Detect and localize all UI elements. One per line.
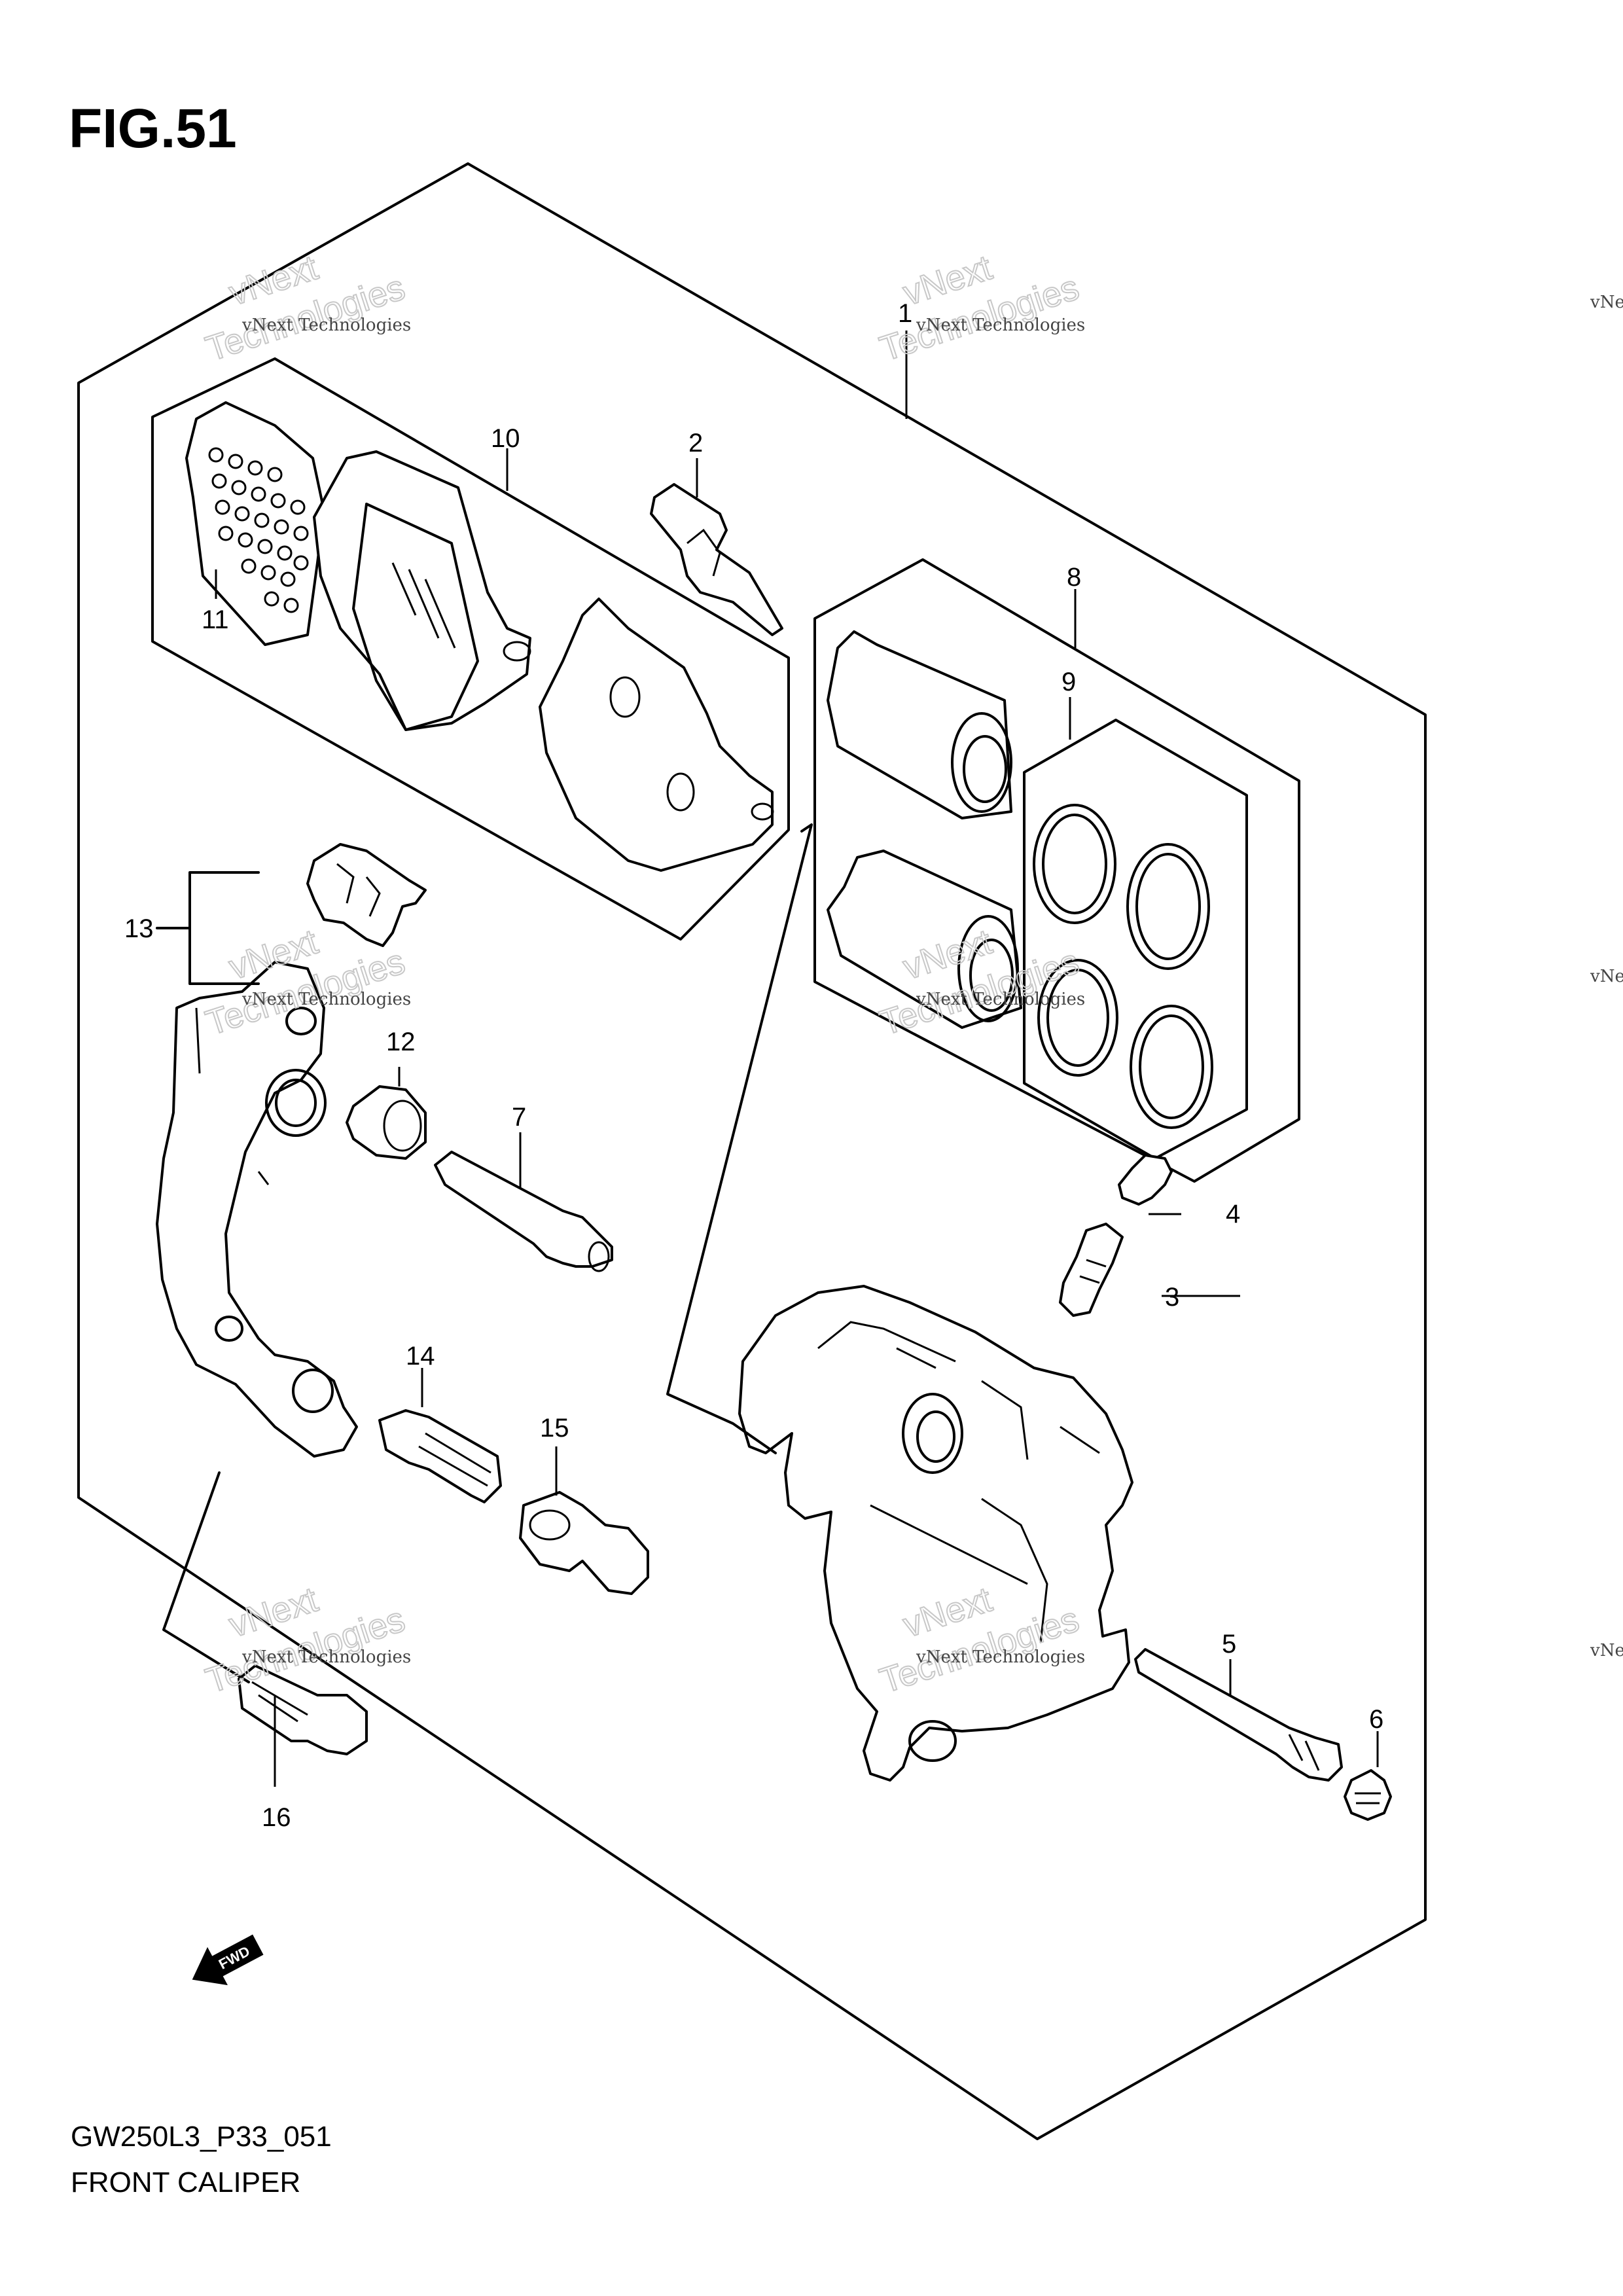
callout-7: 7 (512, 1103, 526, 1132)
callout-6: 6 (1369, 1705, 1383, 1734)
callout-12: 12 (386, 1028, 416, 1056)
assembly-boundary (77, 162, 1427, 2140)
svg-text:vNext Technologies: vNext Technologies (916, 315, 1085, 335)
callout-16: 16 (262, 1803, 291, 1832)
pad-shim (185, 401, 325, 646)
pad-set-frame (151, 357, 790, 941)
pad-retainer (306, 843, 427, 947)
callout-14: 14 (406, 1342, 435, 1371)
piston-lower (827, 850, 1022, 1029)
callout-13-bracket (156, 871, 260, 985)
piston-seals (1033, 804, 1213, 1129)
callout-13: 13 (124, 914, 154, 943)
bracket-boot (346, 1085, 427, 1160)
svg-text:vNext Technologies: vNext Technologies (1590, 293, 1623, 312)
pad-pin-bolt (1134, 1648, 1343, 1782)
caliper-bracket (156, 961, 358, 1458)
callout-4: 4 (1226, 1200, 1240, 1229)
svg-text:vNext Technologies: vNext Technologies (916, 1647, 1085, 1667)
callout-leader-lines (215, 331, 1379, 1787)
fwd-arrow-icon: FWD (192, 1934, 264, 1986)
slide-pin-7 (434, 1151, 613, 1272)
bleeder-cap (1118, 1154, 1173, 1206)
callout-3: 3 (1165, 1283, 1179, 1312)
brake-pad-front (313, 450, 531, 731)
svg-text:vNext Technologies: vNext Technologies (1590, 967, 1623, 986)
figure-title: FIG.51 (69, 98, 237, 159)
mounting-bolt-16 (238, 1664, 368, 1755)
svg-text:vNext Technologies: vNext Technologies (916, 990, 1085, 1009)
callout-1: 1 (898, 299, 912, 328)
svg-text:vNext Technologies: vNext Technologies (241, 1647, 411, 1667)
callout-5: 5 (1222, 1630, 1236, 1659)
callout-15: 15 (540, 1414, 569, 1443)
pad-spring (650, 483, 783, 636)
seal-inner-frame (1023, 719, 1248, 1160)
assembly-guide-lines (162, 823, 813, 1683)
svg-text:vNext Technologies: vNext Technologies (241, 315, 411, 335)
callout-labels: 1 2 3 4 5 6 7 8 9 10 11 12 13 14 15 16 (124, 299, 1383, 1832)
figure-code: GW250L3_P33_051 (71, 2121, 332, 2153)
bleeder-valve (1059, 1223, 1124, 1317)
pad-pin-plug (1344, 1769, 1392, 1821)
svg-text:vNext Technologies: vNext Technologies (241, 990, 411, 1009)
caliper-body (738, 1285, 1133, 1782)
piston-upper (827, 630, 1012, 819)
callout-8: 8 (1067, 563, 1081, 592)
callout-10: 10 (491, 424, 520, 453)
callout-2: 2 (688, 429, 703, 457)
figure-name: FRONT CALIPER (71, 2166, 301, 2198)
callout-11: 11 (202, 605, 229, 634)
callout-9: 9 (1061, 668, 1076, 696)
seal-kit-frame (813, 558, 1300, 1183)
mounting-bolt-15 (519, 1491, 649, 1595)
brake-pad-rear (539, 598, 774, 872)
svg-text:vNext Technologies: vNext Technologies (1590, 1641, 1623, 1660)
slide-pin-14 (378, 1409, 502, 1503)
